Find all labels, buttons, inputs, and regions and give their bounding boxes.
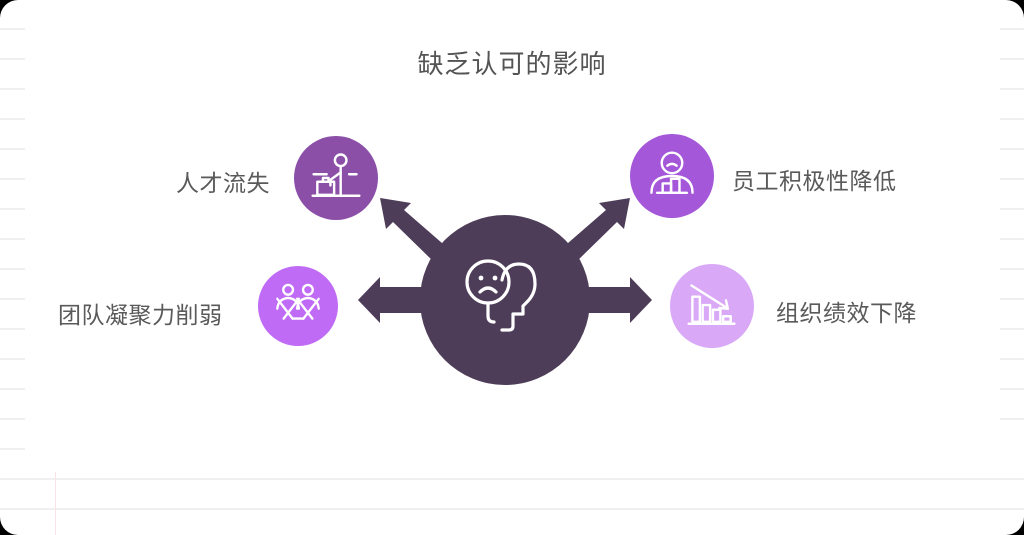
label-employee-motivation-down: 员工积极性降低 [732, 168, 897, 194]
declining-bar-chart-arrow-icon [687, 284, 736, 325]
label-team-cohesion-weakened: 团队凝聚力削弱 [58, 302, 223, 328]
node-team-cohesion-weakened[interactable] [258, 266, 338, 346]
white-content-card-extension [80, 440, 1024, 478]
page-title: 缺乏认可的影响 [417, 49, 607, 79]
person-with-luggage-icon [311, 153, 361, 197]
node-employee-motivation-down[interactable] [630, 134, 714, 218]
two-people-group-icon [276, 283, 320, 320]
node-talent-loss[interactable] [294, 136, 378, 220]
node-org-performance-decline[interactable] [670, 264, 754, 348]
center-hub-circle [420, 215, 590, 385]
label-org-performance-decline: 组织绩效下降 [776, 300, 917, 326]
label-talent-loss: 人才流失 [176, 170, 270, 196]
sad-face-head-profile-icon [465, 259, 537, 332]
unhappy-person-declining-chart-icon [650, 151, 694, 195]
